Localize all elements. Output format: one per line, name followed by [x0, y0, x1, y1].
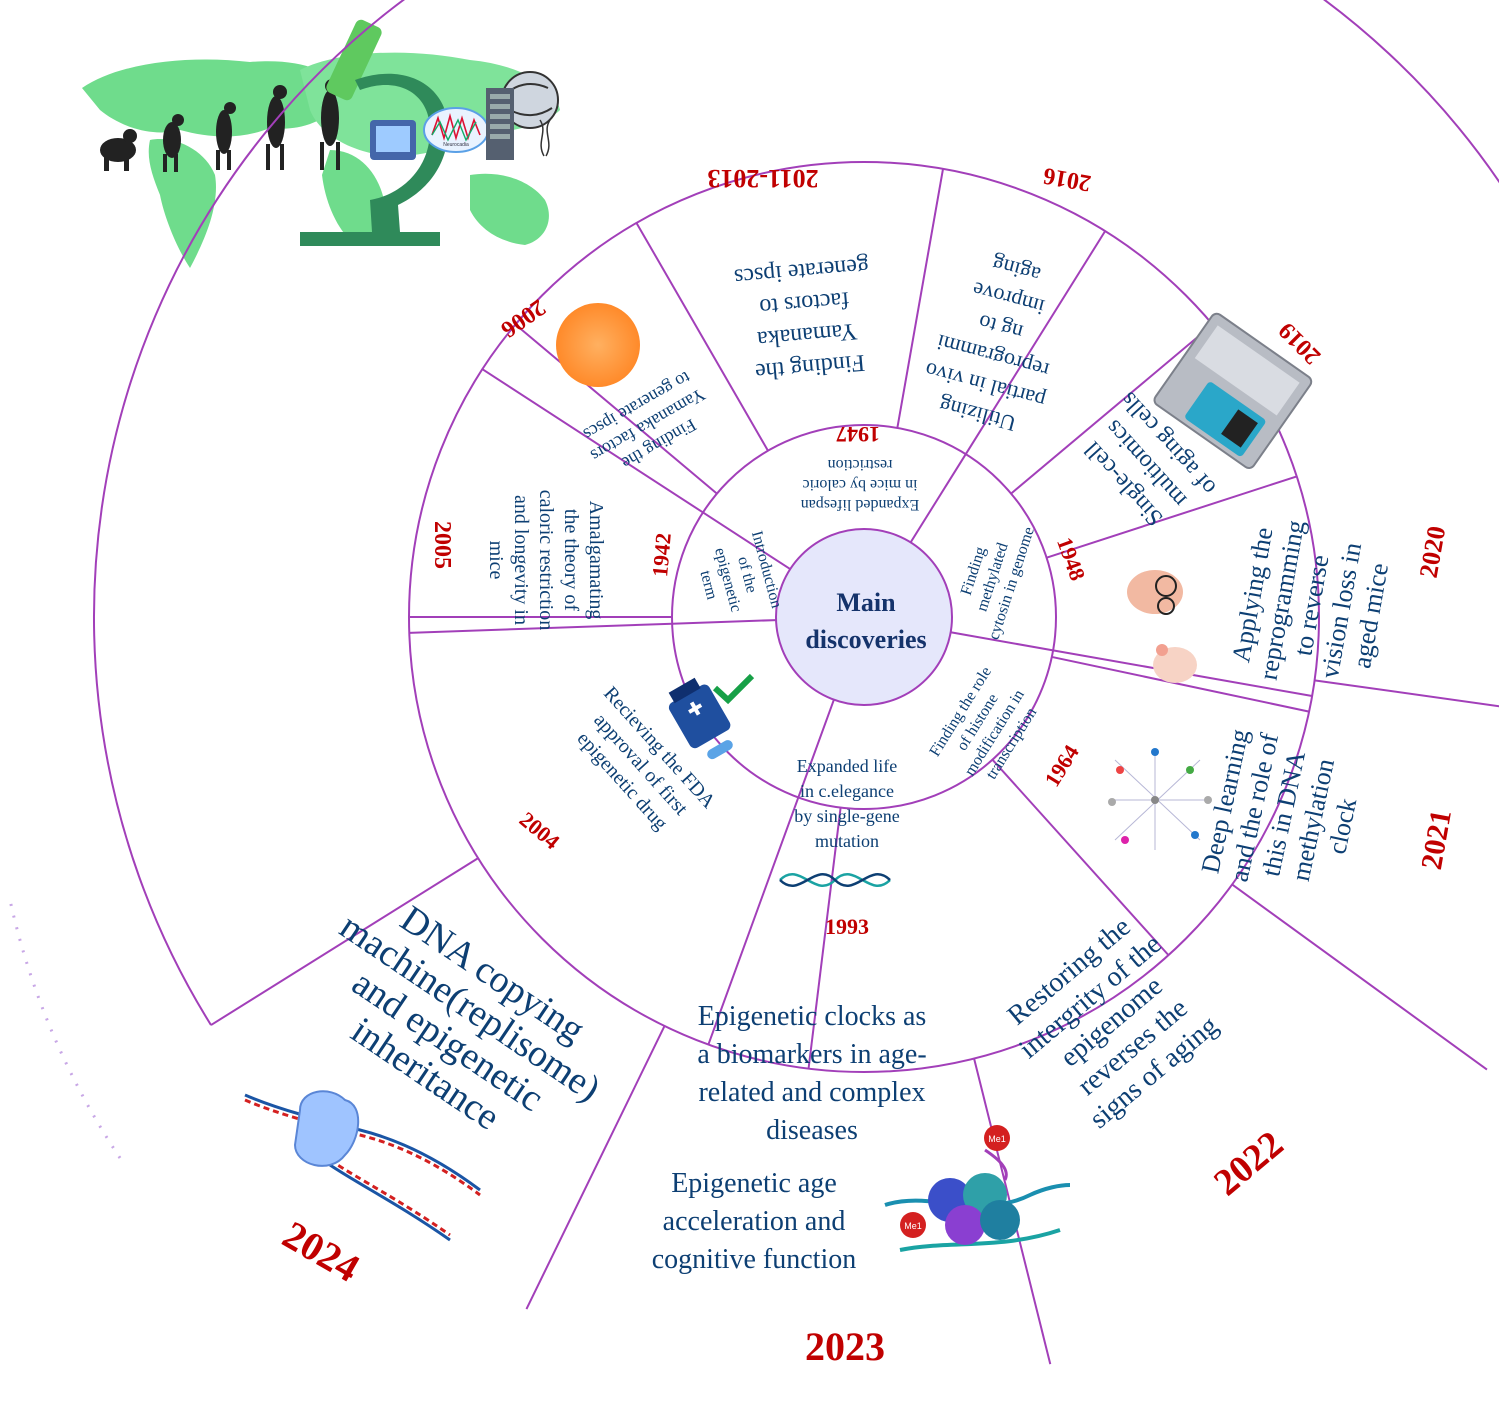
svg-text:and longevity in: and longevity in: [510, 495, 532, 625]
outer-spoke-0: [1314, 679, 1499, 708]
middle-spoke-1: [635, 222, 769, 452]
svg-text:acceleration and: acceleration and: [663, 1206, 846, 1237]
svg-text:Epigenetic age: Epigenetic age: [671, 1168, 837, 1199]
server-globe-icon: [486, 71, 559, 160]
chromatogram-label: Neurocadia: [443, 142, 469, 148]
middle-sep-1: [964, 230, 1106, 455]
desc-1942: Introduction of the epigenetic term: [696, 529, 784, 614]
year-1964: 1964: [1039, 740, 1084, 791]
svg-text:Finding the: Finding the: [754, 349, 866, 384]
desc-1993: Expanded life in c.elegance by single-ge…: [794, 756, 899, 851]
year-2011-2013: 2011-2013: [707, 164, 818, 193]
desc-2016: Utilizing partial in vivo reprogrammi ng…: [922, 251, 1051, 436]
sequencer-machine-icon: [1153, 312, 1313, 470]
year-2021: 2021: [1415, 807, 1458, 872]
svg-text:mice: mice: [485, 541, 507, 580]
check-icon: [712, 673, 755, 705]
svg-text:restriction: restriction: [828, 456, 893, 473]
desc-2020: Applying the reprogramming to reverse vi…: [1226, 518, 1394, 682]
center-circle: [775, 528, 953, 706]
svg-text:generate ipscs: generate ipscs: [733, 252, 870, 290]
human-evolution-icon: [100, 79, 340, 172]
desc-2022: Restoring the intergrity of the epigenom…: [1002, 911, 1224, 1135]
year-1942: 1942: [647, 532, 676, 578]
neural-network-icon: [1108, 748, 1212, 850]
svg-text:by single-gene: by single-gene: [794, 806, 899, 826]
svg-text:aging: aging: [989, 251, 1043, 288]
methyl-label-top: Me1: [988, 1134, 1006, 1144]
methyl-label-bottom: Me1: [904, 1221, 922, 1231]
ring-lines: [93, 0, 1499, 1365]
nucleosome-icon: Me1 Me1: [884, 1125, 1071, 1252]
desc-2023: Epigenetic clocks as a biomarkers in age…: [697, 1001, 926, 1146]
year-1993: 1993: [825, 914, 869, 939]
year-1947: 1947: [836, 422, 880, 447]
year-2016: 2016: [1041, 162, 1093, 196]
svg-text:factors to: factors to: [758, 286, 850, 320]
desc-1947: Expanded lifespan in mice by caloric res…: [801, 456, 920, 513]
ipsc-cell-icon: [556, 303, 640, 387]
middle-spoke-7: [807, 807, 842, 1069]
outer-ring-border: [93, 0, 1499, 1026]
outer-spoke-1: [1231, 883, 1488, 1071]
svg-text:Yamanaka: Yamanaka: [756, 318, 858, 353]
sequence-chromatogram-icon: Neurocadia: [423, 107, 489, 153]
dna-helix-icon: [779, 873, 891, 887]
middle-spoke-6: [991, 759, 1170, 956]
svg-text:Epigenetic clocks as: Epigenetic clocks as: [698, 1001, 927, 1032]
middle-sep-3: [707, 797, 800, 1045]
middle-sep-0: [481, 368, 704, 514]
year-2020: 2020: [1414, 524, 1452, 580]
year-2022: 2022: [1206, 1123, 1291, 1204]
svg-text:the theory of: the theory of: [560, 509, 582, 612]
year-2023: 2023: [805, 1324, 885, 1369]
svg-text:diseases: diseases: [766, 1115, 858, 1146]
mouse-icon: [1127, 570, 1197, 683]
middle-spoke-5: [1051, 655, 1310, 713]
svg-text:Expanded life: Expanded life: [797, 756, 897, 776]
svg-text:term: term: [696, 569, 720, 602]
middle-spoke-2: [896, 168, 944, 429]
svg-text:Expanded lifespan: Expanded lifespan: [801, 496, 920, 513]
inner-spoke-4: [672, 619, 777, 625]
microscope-icon: [300, 19, 449, 247]
svg-text:related and complex: related and complex: [698, 1077, 925, 1108]
desc-2005: Amalgamating the theory of caloric restr…: [485, 490, 607, 631]
svg-text:a biomarkers in age-: a biomarkers in age-: [697, 1039, 926, 1070]
middle-spoke-4: [1046, 475, 1298, 559]
year-1948: 1948: [1052, 534, 1091, 584]
svg-text:mutation: mutation: [815, 831, 879, 851]
outer-spoke-3: [525, 1025, 666, 1310]
year-2005: 2005: [429, 521, 455, 569]
svg-text:Amalgamating: Amalgamating: [585, 501, 607, 620]
inner-spoke-1: [909, 453, 967, 543]
inner-spoke-3: [797, 699, 835, 798]
replisome-icon: [244, 1090, 481, 1242]
fading-arc: [8, 899, 122, 1159]
middle-spoke-3: [1010, 323, 1214, 495]
svg-text:caloric restriction: caloric restriction: [535, 490, 557, 631]
year-2024: 2024: [275, 1212, 367, 1291]
desc-2021: Deep learning and the role of this in DN…: [1196, 726, 1363, 884]
svg-text:in mice by caloric: in mice by caloric: [802, 476, 917, 493]
inner-spoke-0: [702, 511, 791, 570]
drug-bottle-icon: [668, 677, 733, 760]
middle-sep-4: [409, 622, 673, 634]
svg-text:in c.elegance: in c.elegance: [800, 781, 894, 801]
center-title-line2: discoveries: [805, 625, 926, 654]
center-title-line1: Main: [836, 588, 896, 617]
year-2004: 2004: [515, 807, 565, 854]
desc-1948: Finding methylated cytosin in genome: [958, 525, 1038, 642]
year-2006: 2006: [496, 294, 550, 343]
middle-spoke-0: [514, 323, 718, 495]
outer-spoke-4: [210, 857, 479, 1026]
outer-ring: 2022 Restoring the intergrity of the epi…: [244, 898, 1291, 1369]
svg-text:cognitive function: cognitive function: [652, 1244, 857, 1275]
desc-2011-2013: Finding the Yamanaka factors to generate…: [733, 252, 870, 384]
inner-spoke-2: [950, 631, 1054, 652]
desc-1964: Finding the role of histone modification…: [926, 664, 1040, 782]
desc-2023-secondary: Epigenetic age acceleration and cognitiv…: [652, 1168, 857, 1275]
